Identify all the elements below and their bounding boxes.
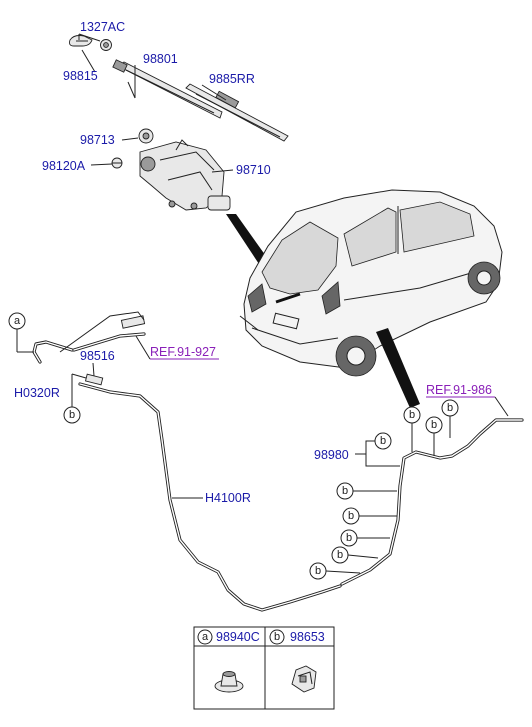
callout-b-7: b — [340, 529, 390, 547]
svg-text:b: b — [342, 485, 348, 497]
svg-text:b: b — [69, 409, 75, 421]
svg-text:b: b — [409, 409, 415, 421]
label-1327ac: 1327AC — [80, 20, 125, 34]
callout-b-8: b — [331, 546, 379, 564]
callout-b-2: b — [441, 399, 459, 438]
svg-text:a: a — [14, 315, 21, 327]
car-illustration — [239, 189, 503, 377]
svg-text:b: b — [346, 532, 352, 544]
wiper-arm — [112, 59, 223, 119]
label-9885rr: 9885RR — [209, 72, 255, 86]
connector-hose-left — [32, 311, 146, 364]
label-98801: 98801 — [143, 52, 178, 66]
legend-b-letter: b — [274, 631, 280, 643]
svg-text:b: b — [431, 419, 437, 431]
legend-a-letter: a — [202, 631, 209, 643]
callout-b-9: b — [309, 562, 361, 580]
legend-a-part: 98940C — [216, 630, 260, 644]
callout-b-3: b — [425, 416, 443, 456]
wiper-cap — [69, 35, 93, 47]
legend-table: a 98940C b 98653 — [193, 626, 335, 710]
svg-text:b: b — [447, 402, 453, 414]
label-h0320r: H0320R — [14, 386, 60, 400]
label-98516: 98516 — [80, 349, 115, 363]
wiper-blade — [185, 83, 289, 142]
label-98713: 98713 — [80, 133, 115, 147]
callout-b-1: b — [403, 406, 421, 452]
callout-a-top: a — [8, 312, 34, 353]
label-h4100r: H4100R — [205, 491, 251, 505]
label-98980: 98980 — [314, 448, 349, 462]
callout-b-5: b — [336, 482, 397, 500]
svg-text:b: b — [315, 565, 321, 577]
ref-91-986[interactable]: REF.91-986 — [426, 383, 492, 397]
wiper-washer — [138, 128, 154, 144]
wiper-nut — [100, 39, 112, 51]
callout-b-left: b — [63, 373, 87, 424]
wiper-motor — [139, 139, 231, 211]
callout-b-4: b — [374, 432, 392, 450]
svg-text:b: b — [348, 510, 354, 522]
washer-hose-right — [340, 418, 524, 586]
label-98815: 98815 — [63, 69, 98, 83]
grommet-icon — [214, 671, 244, 693]
label-98120a: 98120A — [42, 159, 86, 173]
label-98710: 98710 — [236, 163, 271, 177]
washer-hose-main — [78, 373, 342, 612]
callout-b-6: b — [342, 507, 397, 525]
legend-b-part: 98653 — [290, 630, 325, 644]
svg-text:b: b — [380, 435, 386, 447]
clip-icon — [291, 665, 317, 693]
svg-text:b: b — [337, 549, 343, 561]
wiper-bolt — [111, 157, 123, 169]
ref-91-927[interactable]: REF.91-927 — [150, 345, 216, 359]
